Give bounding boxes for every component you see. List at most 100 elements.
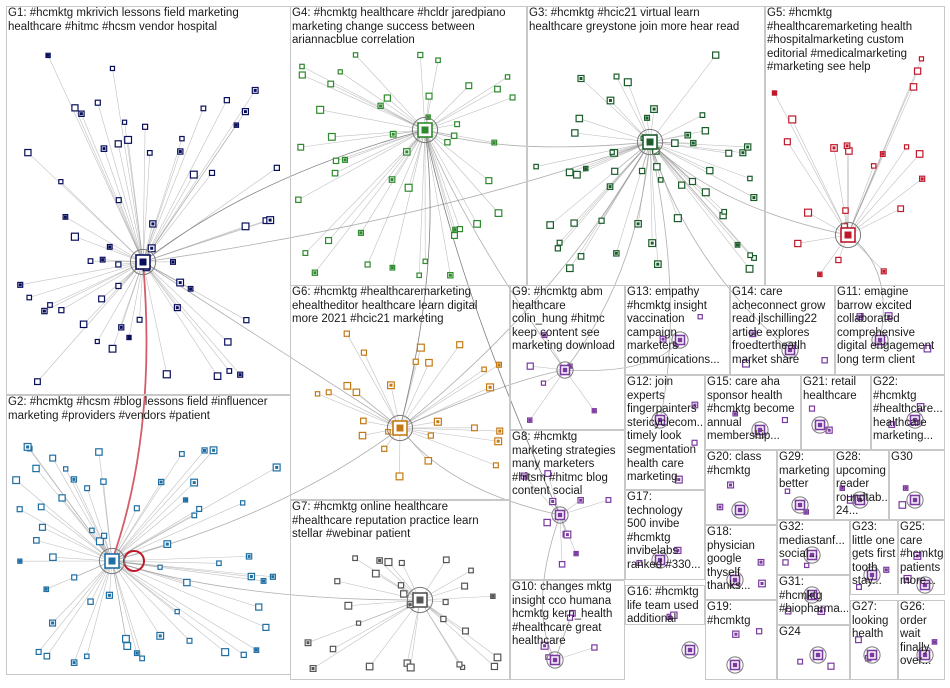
self-loop [123,550,145,572]
group-box-g4 [290,6,527,286]
edge [649,114,703,143]
edge [142,261,228,343]
node-core [254,648,258,652]
group-label-g26: G26: order wait finally over... [900,601,932,668]
hub-ring [406,586,434,614]
edge [142,167,277,263]
node [240,500,246,506]
hub-ring [781,341,799,359]
hub-ring [751,421,769,439]
node [797,658,804,665]
edge [649,130,706,143]
node [923,344,932,353]
node-core [44,587,48,591]
node [494,85,501,93]
node [327,132,336,141]
node-core [101,258,105,262]
node [697,314,703,320]
edge [142,111,246,263]
hub-node-core [857,497,863,503]
node [98,295,106,303]
node-core [736,243,739,247]
group-box-g25 [898,520,945,595]
node-core [650,241,654,245]
edge-bridge [142,261,401,429]
hub-node-core [809,552,815,558]
edge [649,141,738,245]
hub-node-core [737,507,743,513]
edge [649,141,750,270]
edge [410,599,421,668]
edge [302,74,426,131]
edge-bridge [649,141,849,236]
hub-node-core [416,596,424,604]
node [343,330,351,337]
node [485,177,493,185]
node [575,114,584,123]
group-box-g16 [625,585,705,625]
node [835,256,842,264]
node [493,653,502,662]
group-label-g1: G1: #hcmktg mkrivich lessons field marke… [8,7,239,33]
node [613,73,620,80]
node-core [18,283,22,287]
node-core [268,218,272,222]
node [435,57,441,64]
node [454,121,461,128]
node-core [275,465,279,469]
node [565,168,574,177]
node [157,564,163,570]
group-box-g1 [6,6,291,395]
node [543,518,551,527]
edge [52,556,113,562]
node [747,252,754,259]
group-label-g3: G3: #hcmktg #hcic21 virtual learn health… [529,7,740,33]
node [670,611,678,619]
node [711,51,720,59]
edge [301,66,426,131]
group-label-g5: G5: #hcmktg #healthcaremarketing health … [767,7,913,74]
node-core [584,167,588,171]
node-core [759,560,763,564]
node-core [238,373,242,377]
node [273,164,280,172]
edge [61,261,144,311]
node-core [592,409,596,413]
node [465,82,473,90]
group-label-g30: G30 [891,451,913,463]
node [425,92,433,100]
edge [557,141,651,249]
node [747,175,753,182]
node [331,169,339,177]
node [416,272,423,279]
hub-node-core [421,126,429,134]
node [95,448,103,456]
node [334,578,341,585]
hub-node-core [912,417,918,423]
node [397,582,405,589]
node [611,167,619,175]
edge [335,129,426,162]
group-box-g29 [777,450,834,520]
node-core [408,603,412,607]
group-label-g22: G22: #hcmktg #healthcare... healthcare m… [873,376,943,443]
node-core [752,196,756,200]
node [32,536,40,544]
group-box-g21 [801,375,871,450]
node [688,177,697,186]
node [58,179,64,185]
node [855,583,862,590]
node [888,421,896,429]
group-box-g28 [834,450,889,520]
hub-node-core [869,572,875,578]
edge [418,129,426,276]
group-label-g2: G2: #hcmktg #hcsm #blog lessons field #i… [8,396,268,422]
node [504,74,511,80]
edge [536,141,651,167]
node-core [108,245,112,249]
node-core [528,418,532,422]
node-core [212,448,216,452]
node [121,634,130,643]
node [302,250,309,256]
